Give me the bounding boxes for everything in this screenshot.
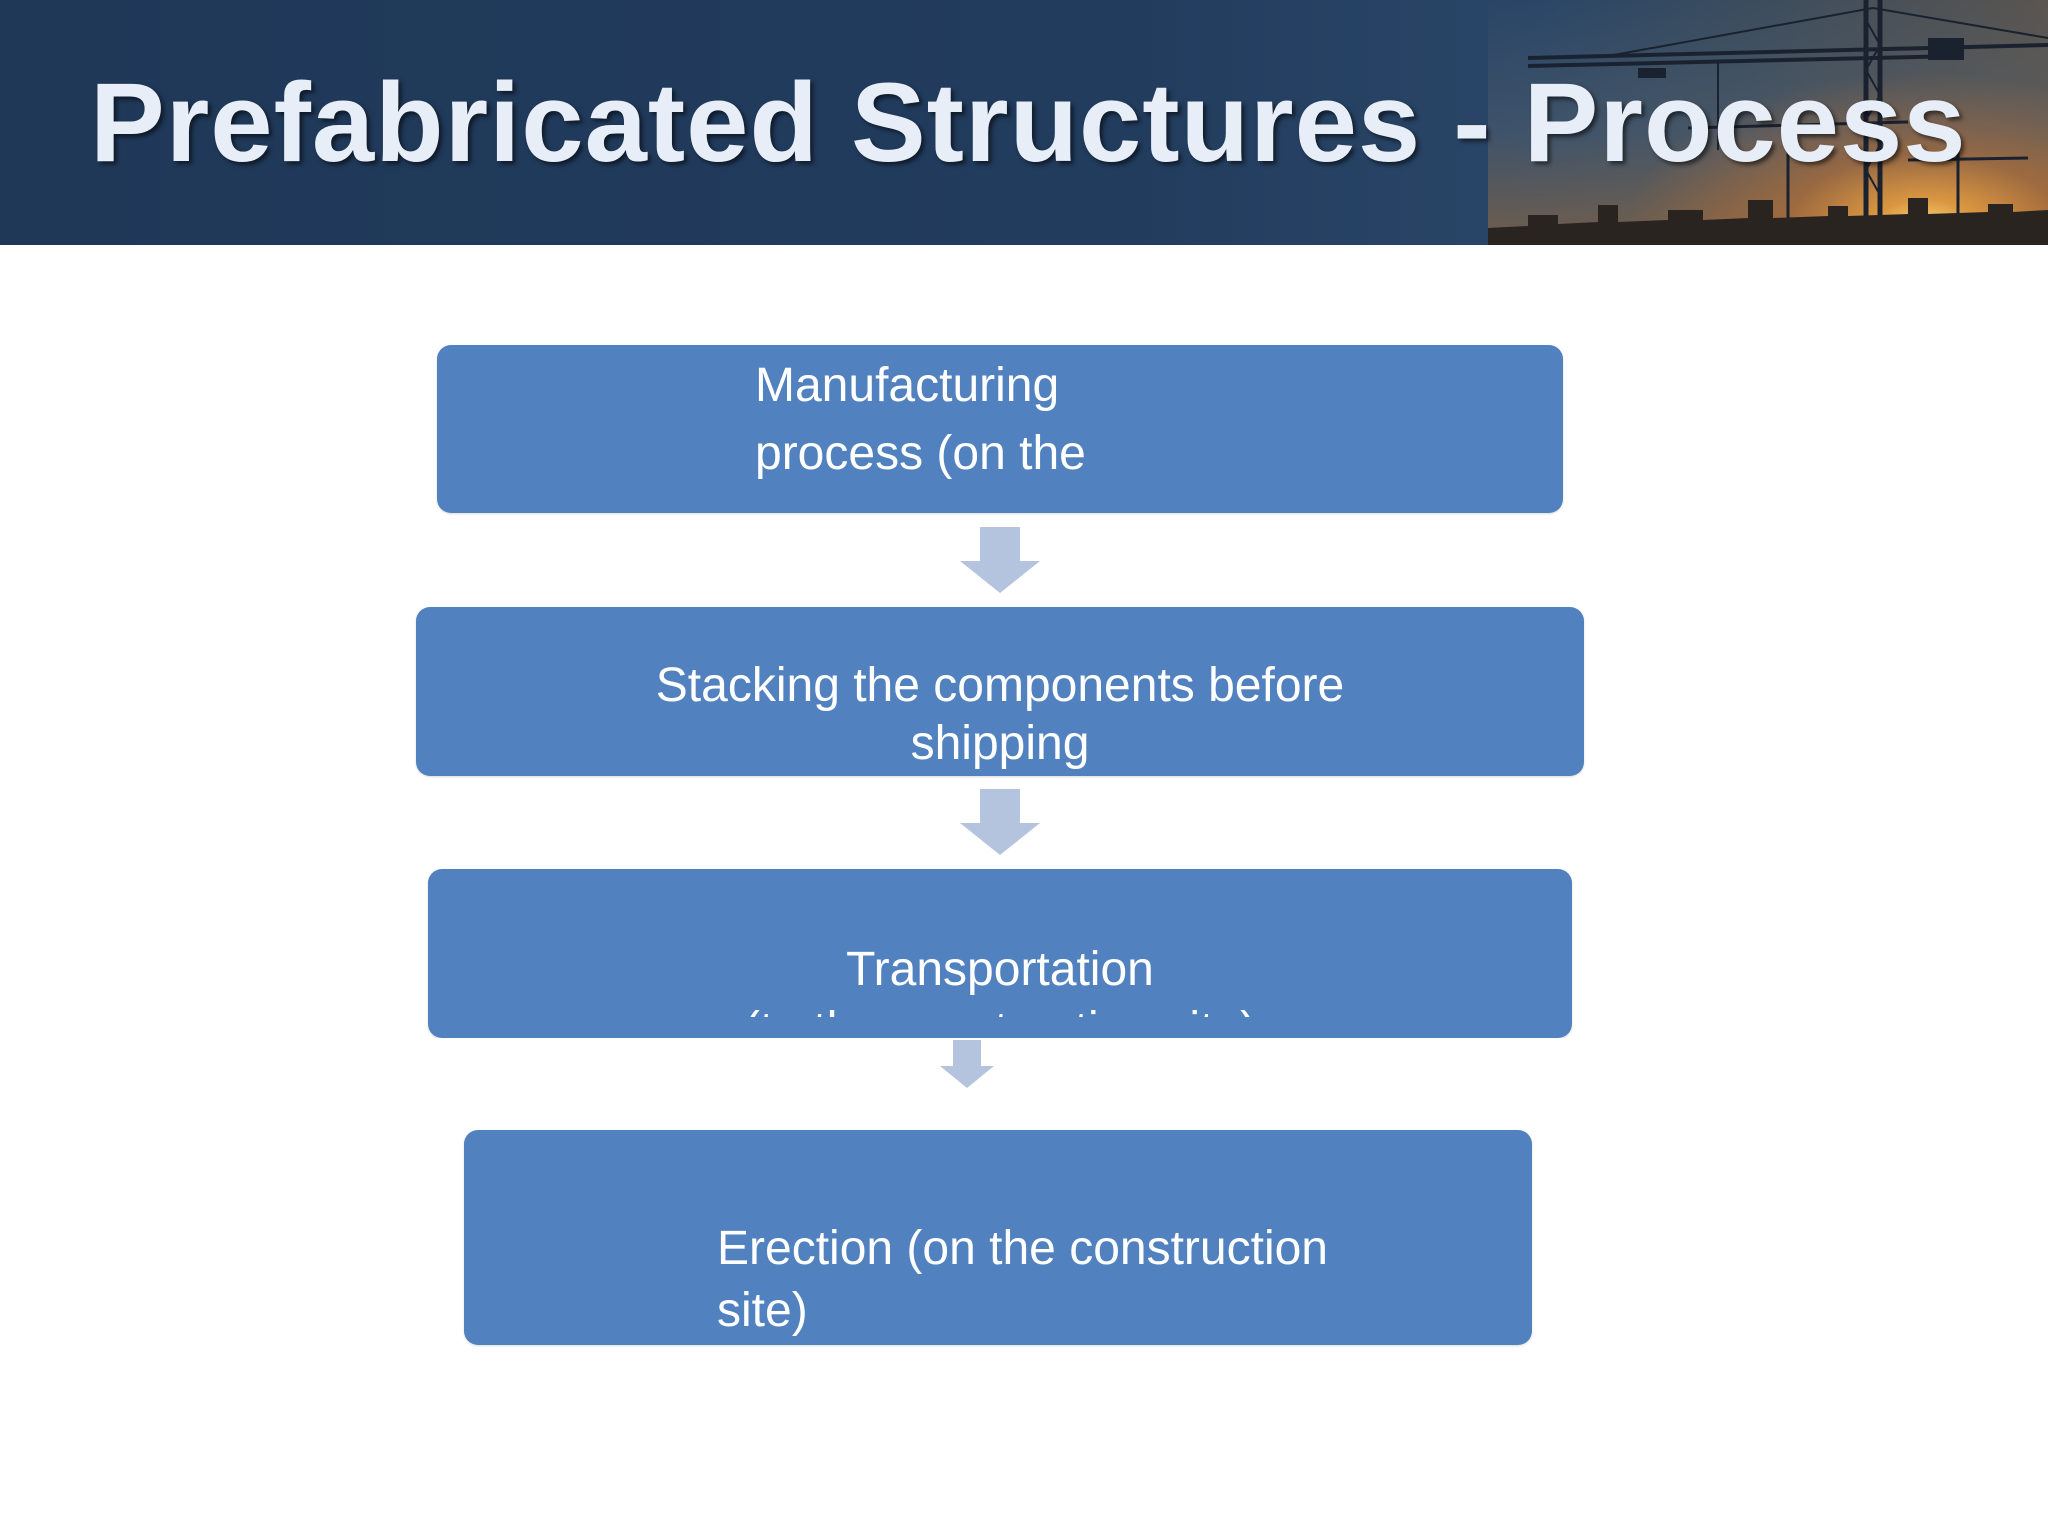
step-manufacturing-text: Manufacturing process (on the (755, 345, 1086, 513)
step-transportation-line2: (to the construction site) (743, 1003, 1257, 1056)
step-stacking-text: Stacking the components before shipping (416, 655, 1584, 779)
construction-crane-photo (1488, 0, 2048, 245)
step-stacking: Stacking the components before shipping (416, 607, 1584, 776)
step-manufacturing-line2: process (on the (755, 427, 1086, 480)
step-transportation-text: Transportation (to the construction site… (428, 939, 1572, 1059)
step-transportation: Transportation (to the construction site… (428, 869, 1572, 1038)
step-transportation-line1: Transportation (846, 943, 1154, 996)
step-stacking-line2: shipping (910, 717, 1090, 770)
step-manufacturing-line1: Manufacturing (755, 359, 1060, 412)
crane-silhouette-icon (1488, 0, 2048, 245)
transportation-overlap-mask (428, 1038, 1572, 1078)
step-erection: Erection (on the construction site) (464, 1130, 1532, 1345)
down-arrow-icon (960, 789, 1040, 855)
down-arrow-icon (940, 1040, 994, 1088)
step-stacking-line1: Stacking the components before (655, 659, 1345, 712)
step-erection-line1: Erection (on the construction (717, 1222, 1328, 1275)
down-arrow-icon (960, 527, 1040, 593)
slide-title: Prefabricated Structures - Process (90, 60, 1967, 185)
slide-header: Prefabricated Structures - Process (0, 0, 2048, 245)
step-manufacturing: Manufacturing process (on the (437, 345, 1563, 513)
step-erection-text: Erection (on the construction site) (717, 1218, 1328, 1342)
step-erection-line2: site) (717, 1284, 808, 1337)
